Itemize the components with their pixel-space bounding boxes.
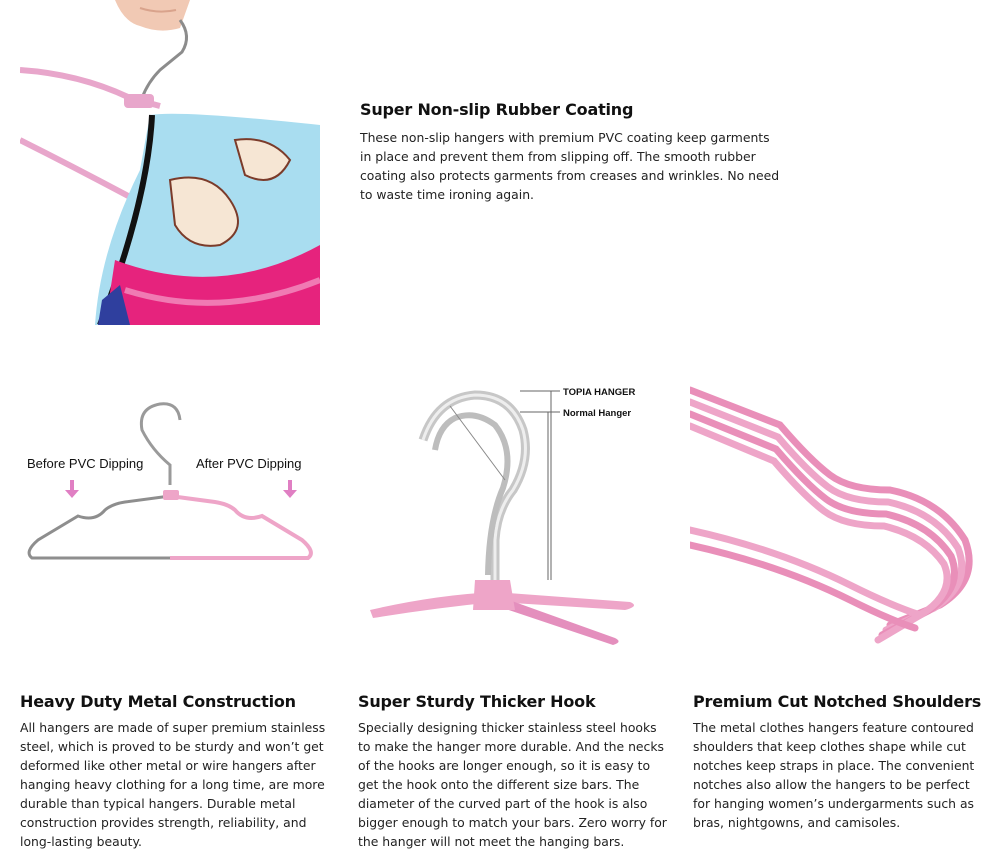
section-title: Premium Cut Notched Shoulders: [693, 692, 982, 711]
down-arrow-icon: [283, 480, 297, 498]
section-thicker-hook: Super Sturdy Thicker Hook Specially desi…: [358, 692, 668, 851]
section-notched-shoulders: Premium Cut Notched Shoulders The metal …: [693, 692, 989, 832]
section-non-slip: Super Non-slip Rubber Coating These non-…: [360, 100, 780, 204]
section-title: Super Non-slip Rubber Coating: [360, 100, 634, 119]
section-title: Super Sturdy Thicker Hook: [358, 692, 596, 711]
topia-label: TOPIA HANGER: [563, 387, 635, 398]
stacked-hangers-photo: [690, 380, 980, 650]
pvc-dipping-diagram: Before PVC Dipping After PVC Dipping: [20, 390, 320, 590]
section-body: These non-slip hangers with premium PVC …: [360, 130, 780, 202]
hanger-towel-photo: [20, 0, 320, 325]
hook-comparison-diagram: TOPIA HANGER Normal Hanger: [355, 370, 650, 670]
normal-label: Normal Hanger: [563, 408, 631, 419]
section-body: All hangers are made of super premium st…: [20, 720, 326, 849]
section-body: The metal clothes hangers feature contou…: [693, 720, 975, 830]
after-label: After PVC Dipping: [196, 456, 302, 471]
section-body: Specially designing thicker stainless st…: [358, 720, 667, 849]
section-metal-construction: Heavy Duty Metal Construction All hanger…: [20, 692, 330, 851]
before-label: Before PVC Dipping: [27, 456, 143, 471]
down-arrow-icon: [65, 480, 79, 498]
section-title: Heavy Duty Metal Construction: [20, 692, 296, 711]
